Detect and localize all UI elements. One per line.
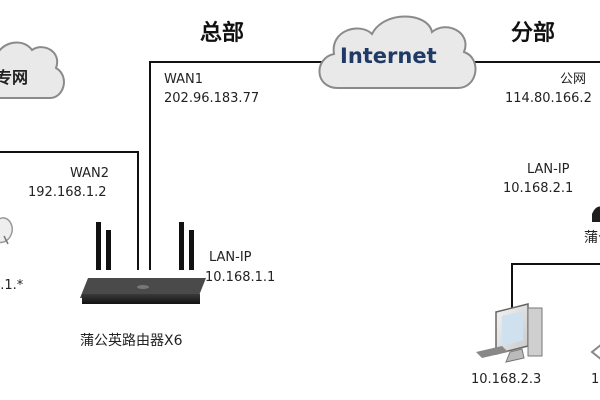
branch-header: 分部 [511,21,556,46]
wan2-label: WAN2 [70,166,110,181]
branch-pc-icon [476,303,543,363]
wan1-link [149,61,328,270]
private-network-cloud [0,41,65,99]
hq-lan-label: LAN-IP [209,250,252,265]
internet-cloud [318,15,477,89]
branch-public-ip: 114.80.166.2 [505,91,592,106]
internet-cloud-label: Internet [340,44,437,68]
branch-lan-label: LAN-IP [527,162,570,177]
right-device-ip: 1 [591,372,600,387]
hq-router-icon [80,222,206,304]
hq-header: 总部 [200,21,245,46]
hq-lan-ip: 10.168.1.1 [205,270,276,285]
left-device-icon [0,217,13,245]
wan2-ip: 192.168.1.2 [28,185,107,200]
branch-public-label: 公网 [560,72,587,87]
private-network-label: 专网 [0,68,29,87]
wan1-label: WAN1 [164,72,204,87]
branch-lan-ip: 10.168.2.1 [503,181,574,196]
branch-router-icon [592,206,600,222]
hq-router-name: 蒲公英路由器X6 [80,333,183,349]
wan2-link [0,151,139,270]
branch-router-name: 蒲公 [584,230,600,246]
right-device-icon [590,344,600,360]
branch-pc-ip: 10.168.2.3 [471,372,542,387]
left-device-ip: 8.1.* [0,278,24,293]
wan1-ip: 202.96.183.77 [164,91,260,106]
